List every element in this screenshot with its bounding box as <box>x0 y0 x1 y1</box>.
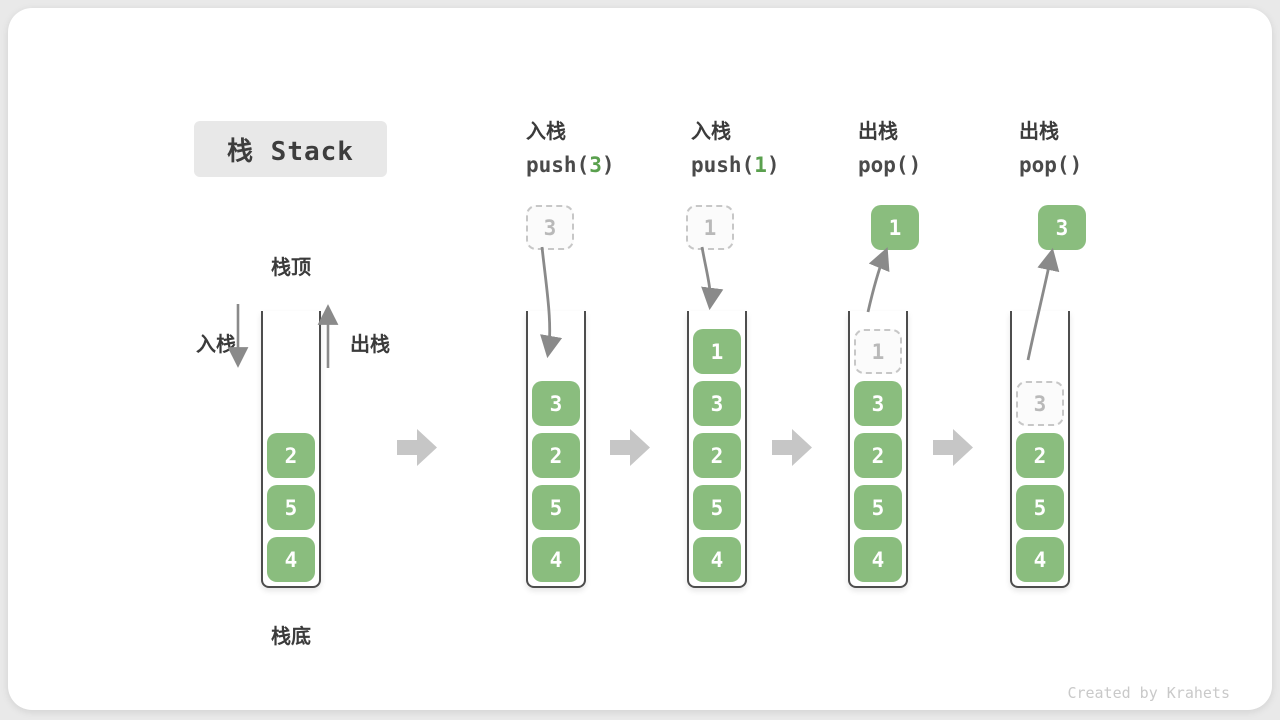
stack3-block: 2 <box>693 433 741 478</box>
stack3-block: 1 <box>693 329 741 374</box>
operation-name: 出栈 <box>858 121 898 143</box>
stack5-block: 2 <box>1016 433 1064 478</box>
popped-slot-ghost: 1 <box>854 329 902 374</box>
push-direction-label: 入栈 <box>196 334 236 356</box>
stack4-block: 4 <box>854 537 902 582</box>
push-arg: 3 <box>589 153 602 177</box>
stack2-block: 3 <box>532 381 580 426</box>
stack5-block: 5 <box>1016 485 1064 530</box>
watermark: Created by Krahets <box>1067 684 1230 702</box>
diagram-card: 栈 Stack 入栈 push(3) 入栈 push(1) 出栈 pop() 出… <box>8 8 1272 710</box>
stack3-block: 4 <box>693 537 741 582</box>
stack4-block: 5 <box>854 485 902 530</box>
operation-code: pop() <box>1019 153 1083 177</box>
stack1-block: 4 <box>267 537 315 582</box>
push-arg: 1 <box>754 153 767 177</box>
stack3-block: 5 <box>693 485 741 530</box>
title-text: 栈 Stack <box>227 136 354 167</box>
incoming-value-ghost: 3 <box>526 205 574 250</box>
operation-label-push-1: 入栈 push(1) <box>691 115 851 177</box>
operation-code: push(1) <box>691 153 780 177</box>
incoming-value-ghost: 1 <box>686 205 734 250</box>
operation-name: 出栈 <box>1019 121 1059 143</box>
pop-direction-label: 出栈 <box>350 334 390 356</box>
stack-bottom-label: 栈底 <box>271 626 311 648</box>
operation-label-pop-2: 出栈 pop() <box>1019 115 1179 177</box>
stack3-block: 3 <box>693 381 741 426</box>
stack5-block: 4 <box>1016 537 1064 582</box>
popped-value-block: 3 <box>1038 205 1086 250</box>
stack2-block: 2 <box>532 433 580 478</box>
operation-label-push-3: 入栈 push(3) <box>526 115 686 177</box>
stack4-block: 2 <box>854 433 902 478</box>
operation-name: 入栈 <box>691 121 731 143</box>
stack1-block: 5 <box>267 485 315 530</box>
popped-slot-ghost: 3 <box>1016 381 1064 426</box>
stack1-block: 2 <box>267 433 315 478</box>
operation-code: push(3) <box>526 153 615 177</box>
stack2-block: 4 <box>532 537 580 582</box>
stack4-block: 3 <box>854 381 902 426</box>
operation-name: 入栈 <box>526 121 566 143</box>
operation-code: pop() <box>858 153 922 177</box>
stack-top-label: 栈顶 <box>271 257 311 279</box>
title-badge: 栈 Stack <box>194 121 387 177</box>
popped-value-block: 1 <box>871 205 919 250</box>
stack2-block: 5 <box>532 485 580 530</box>
operation-label-pop-1: 出栈 pop() <box>858 115 1018 177</box>
